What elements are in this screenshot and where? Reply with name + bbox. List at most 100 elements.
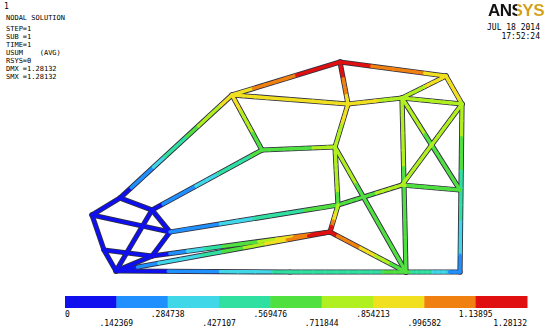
frame-tube (454, 181, 460, 190)
frame-tube (180, 255, 201, 259)
frame-tube (392, 247, 399, 260)
tube-outline (335, 104, 348, 147)
frame-tube (151, 270, 168, 273)
frame-tube (159, 259, 180, 263)
frame-tube (152, 204, 163, 210)
frame-tube (187, 227, 204, 230)
info-text: STEP=1 (6, 26, 31, 33)
tube-outline (232, 62, 340, 95)
scale-value: .284738 (151, 311, 185, 319)
frame-tube (290, 270, 302, 273)
tubes (92, 62, 462, 272)
tube-outline (92, 198, 120, 215)
frame-tube (325, 270, 337, 273)
frame-tube (404, 237, 408, 254)
frame-tube (454, 188, 460, 192)
frame-tube (460, 138, 464, 155)
frame-tube (273, 270, 290, 274)
tube-outline (116, 232, 330, 271)
tube-outline (402, 104, 462, 185)
time-stamp: 17:52:24 (501, 33, 540, 41)
frame-tube (205, 246, 223, 248)
frame-tube (165, 147, 176, 157)
frame-tube (251, 150, 262, 156)
frame-tube (371, 270, 383, 273)
tube-outline (348, 98, 402, 104)
scale-value: .427107 (202, 320, 236, 328)
tube-outlines (92, 62, 462, 272)
info-text: USUM (AVG) (6, 50, 61, 57)
tube-outline (116, 210, 152, 271)
tube-outline (402, 98, 462, 104)
frame-tube (459, 171, 463, 188)
frame-tube (401, 115, 405, 132)
frame-tube (290, 98, 302, 102)
tube-outline (402, 76, 446, 98)
scale-value: .996582 (407, 320, 441, 328)
scale-value: 0 (65, 311, 70, 319)
frame-tube (152, 254, 170, 256)
frame-tube (348, 270, 360, 273)
frame-tube (244, 244, 265, 248)
frame-tube (287, 236, 308, 240)
frame-tube (336, 270, 348, 273)
tube-outline (290, 269, 406, 274)
tube-outline (335, 147, 406, 272)
frame-tube (455, 270, 460, 273)
frame-tube (363, 197, 370, 210)
frame-tube (255, 270, 272, 274)
scale-value: .569476 (253, 311, 287, 319)
frame-tube (188, 249, 206, 251)
frame-tube (401, 133, 405, 150)
frame-tube (223, 248, 244, 252)
frame-tube (349, 172, 356, 185)
frame-tube (241, 242, 259, 244)
contour-band (322, 296, 374, 308)
frame-tube (396, 185, 402, 187)
frame-tube (220, 270, 237, 274)
info-text: SUB =1 (6, 34, 31, 41)
contour-band (373, 296, 425, 308)
frame-tube (266, 240, 287, 244)
frame-tube (309, 232, 330, 236)
frame-tube (229, 162, 240, 168)
frame-tube (460, 121, 464, 138)
tube-outline (116, 271, 290, 272)
contour-band (424, 296, 476, 308)
frame-tube (244, 94, 256, 98)
tube-outline (120, 198, 152, 210)
frame-tube (313, 270, 325, 273)
frame-tube (202, 252, 223, 256)
frame-tube (459, 205, 463, 222)
tube-outline (402, 185, 460, 190)
frame-tube (459, 222, 463, 239)
frame-tube (267, 96, 279, 100)
frame-tube (321, 205, 338, 208)
contour-band (270, 296, 322, 308)
frame-tube (196, 180, 207, 186)
tube-outline (330, 232, 406, 272)
frame-tube (220, 221, 237, 224)
contour-band (219, 296, 271, 308)
frame-tube (329, 62, 340, 65)
frame-tube (254, 216, 271, 219)
frame-tube (335, 147, 342, 160)
contour-band (65, 296, 117, 308)
frame-tube (203, 270, 220, 274)
tube-outline (340, 62, 348, 104)
frame-tube (302, 270, 314, 273)
frame-tube (460, 154, 464, 171)
frame-tube (399, 260, 406, 273)
scale-value: .142369 (99, 320, 133, 328)
info-text: DMX =1.28132 (6, 66, 57, 73)
scale-value: .854213 (356, 311, 390, 319)
tube-outline (92, 215, 170, 232)
frame-tube (304, 208, 321, 211)
frame-tube (154, 157, 165, 167)
contour-band (168, 296, 220, 308)
info-text: TIME=1 (6, 42, 31, 49)
frame-tube (210, 105, 221, 115)
frame-tube (207, 174, 218, 180)
